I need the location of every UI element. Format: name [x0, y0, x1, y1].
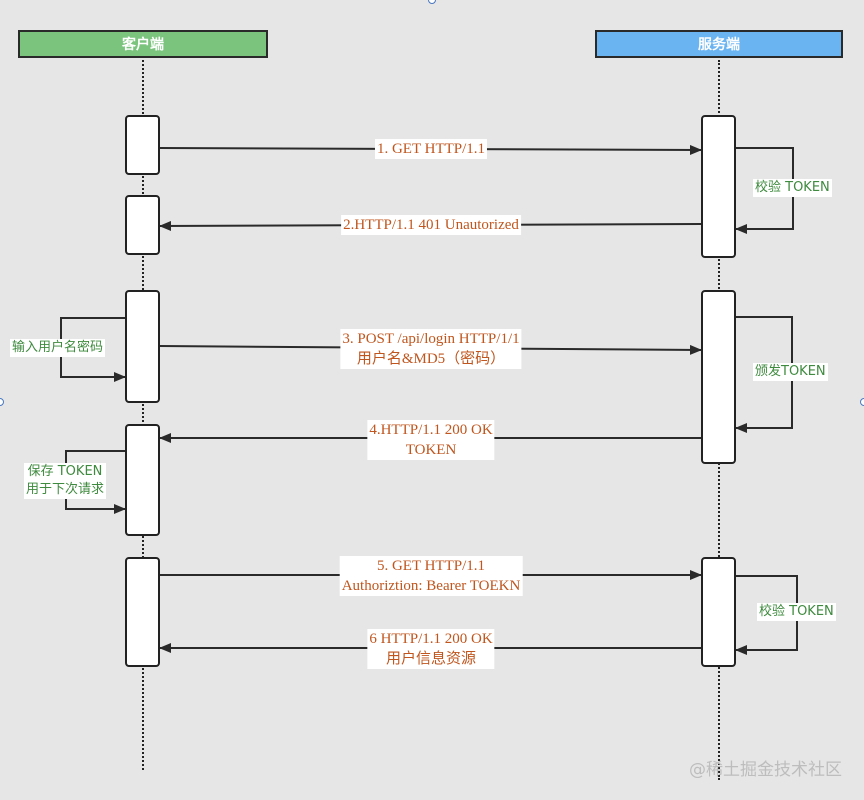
server-activation-1[interactable] [701, 115, 736, 258]
client-activation-5[interactable] [125, 557, 160, 667]
note-save-token-line2: 用于下次请求 [26, 482, 105, 497]
message-6-line2: 用户信息资源 [385, 651, 476, 667]
note-issue-token: 颁发TOKEN [753, 363, 828, 381]
message-2-line1: 2.HTTP/1.1 401 Unautorized [343, 217, 519, 233]
message-5-line2: Authoriztion: Bearer TOEKN [341, 578, 521, 594]
note-save-token-line1: 保存 TOKEN [27, 464, 103, 479]
client-lane-label: 客户端 [122, 37, 164, 53]
message-3-line1: 3. POST /api/login HTTP/1/1 [342, 331, 520, 347]
note-save-token: 保存 TOKEN 用于下次请求 [24, 463, 107, 499]
message-1-line1: 1. GET HTTP/1.1 [376, 141, 486, 157]
message-1-label: 1. GET HTTP/1.1 [374, 139, 488, 159]
note-input-credentials: 输入用户名密码 [10, 339, 106, 357]
client-activation-1[interactable] [125, 115, 160, 175]
note-verify-token-1: 校验 TOKEN [753, 179, 832, 197]
server-activation-2[interactable] [701, 290, 736, 464]
server-lane-label: 服务端 [698, 37, 740, 53]
server-lane-header[interactable]: 服务端 [595, 30, 843, 58]
client-lane-header[interactable]: 客户端 [18, 30, 268, 58]
server-activation-3[interactable] [701, 557, 736, 667]
note-verify-token-2: 校验 TOKEN [757, 603, 836, 621]
client-activation-2[interactable] [125, 195, 160, 255]
message-4-line1: 4.HTTP/1.1 200 OK [369, 422, 493, 438]
message-4-line2: TOKEN [405, 442, 457, 458]
message-5-line1: 5. GET HTTP/1.1 [376, 558, 486, 574]
message-6-line1: 6 HTTP/1.1 200 OK [369, 631, 493, 647]
message-4-label: 4.HTTP/1.1 200 OK TOKEN [367, 420, 495, 460]
message-2-label: 2.HTTP/1.1 401 Unautorized [341, 215, 521, 235]
message-3-line2: 用户名&MD5（密码） [356, 351, 506, 367]
client-activation-3[interactable] [125, 290, 160, 403]
message-3-label: 3. POST /api/login HTTP/1/1 用户名&MD5（密码） [340, 329, 522, 369]
watermark: @稀土掘金技术社区 [689, 760, 842, 780]
message-6-label: 6 HTTP/1.1 200 OK 用户信息资源 [367, 629, 495, 669]
selection-handle-right[interactable] [860, 398, 864, 406]
client-activation-4[interactable] [125, 424, 160, 536]
message-5-label: 5. GET HTTP/1.1 Authoriztion: Bearer TOE… [339, 556, 523, 596]
client-lifeline [142, 60, 144, 770]
